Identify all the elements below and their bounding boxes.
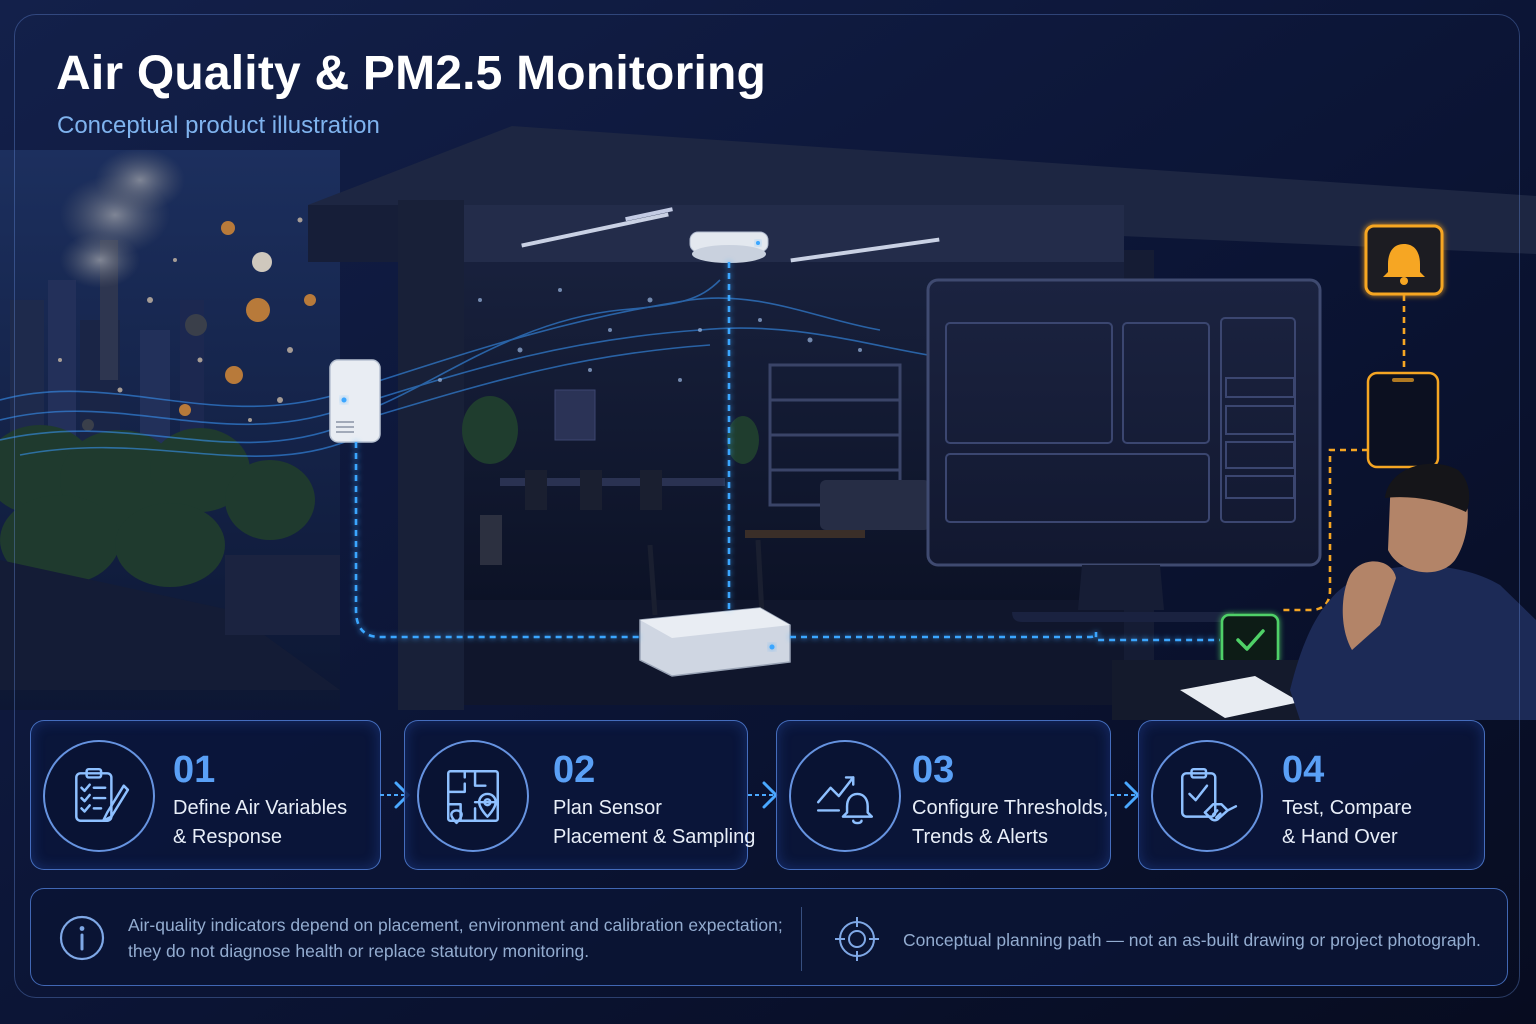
alert-connections — [1282, 295, 1406, 612]
router-gateway — [639, 539, 791, 677]
trend-bell-icon — [789, 740, 901, 852]
street — [0, 560, 340, 690]
coffee-table — [745, 530, 865, 538]
ceiling-sensor-device — [689, 231, 769, 263]
ceiling-light — [625, 207, 673, 222]
check-status-icon — [1220, 613, 1280, 667]
plant — [462, 396, 518, 464]
notes-divider — [801, 907, 802, 971]
left-pillar — [398, 200, 464, 710]
step-label: Test, Compare & Hand Over — [1282, 794, 1412, 852]
step-number: 03 — [912, 749, 955, 791]
step-card-03: 03 Configure Thresholds, Trends & Alerts — [776, 720, 1111, 870]
step-label-line1: Configure Thresholds, — [912, 797, 1109, 819]
clipboard-on-desk — [1180, 676, 1300, 718]
clipboard-handshake-icon — [1151, 740, 1263, 852]
step-number: 02 — [553, 749, 596, 791]
disclaimer-note: Air-quality indicators depend on placeme… — [128, 912, 783, 964]
step-label: Configure Thresholds, Trends & Alerts — [912, 794, 1108, 852]
page-subtitle: Conceptual product illustration — [57, 112, 380, 139]
planning-note: Conceptual planning path — not an as-bui… — [903, 930, 1481, 950]
bell-alert-icon — [1364, 224, 1444, 296]
step-label-line1: Define Air Variables — [173, 797, 348, 819]
indoor-particles — [438, 288, 862, 382]
operator-person — [1112, 463, 1536, 720]
step-label: Define Air Variables & Response — [173, 794, 347, 852]
step-card-01: 01 Define Air Variables & Response — [30, 720, 381, 870]
disclaimer-line2: they do not diagnose health or replace s… — [128, 941, 590, 961]
page-title: Air Quality & PM2.5 Monitoring — [56, 47, 767, 100]
step-label-line2: Trends & Alerts — [912, 826, 1048, 848]
step-label-line2: & Response — [173, 826, 282, 848]
step-card-02: 02 Plan Sensor Placement & Sampling — [404, 720, 755, 870]
sensor-connections — [354, 262, 1220, 642]
sofa — [820, 480, 930, 530]
step-label-line2: & Hand Over — [1282, 826, 1398, 848]
outdoor-city — [0, 148, 340, 710]
chevron-right-icon — [748, 781, 779, 809]
step-label-line2: Placement & Sampling — [553, 826, 756, 848]
clipboard-pencil-icon — [43, 740, 155, 852]
target-crosshair-icon — [835, 917, 879, 961]
roof-overhang — [308, 126, 1536, 254]
info-icon — [59, 915, 105, 961]
step-number: 04 — [1282, 749, 1325, 791]
floorplan-pin-icon — [417, 740, 529, 852]
trees — [0, 425, 315, 587]
ceiling — [464, 205, 1124, 262]
step-number: 01 — [173, 749, 216, 791]
wall-painting — [554, 389, 596, 441]
step-label-line1: Test, Compare — [1282, 797, 1413, 819]
pollen-particles — [82, 221, 316, 431]
notes-bar: Air-quality indicators depend on placeme… — [30, 888, 1508, 986]
dashboard-monitor — [926, 278, 1322, 622]
disclaimer-line1: Air-quality indicators depend on placeme… — [128, 915, 783, 935]
step-label-line1: Plan Sensor — [553, 797, 662, 819]
wall-sensor-device — [329, 359, 381, 443]
chevron-right-icon — [1110, 781, 1141, 809]
smartphone-icon — [1366, 371, 1440, 469]
meeting-table — [500, 478, 725, 486]
low-wall — [225, 555, 340, 635]
step-card-04: 04 Test, Compare & Hand Over — [1138, 720, 1485, 870]
step-label: Plan Sensor Placement & Sampling — [553, 794, 755, 852]
